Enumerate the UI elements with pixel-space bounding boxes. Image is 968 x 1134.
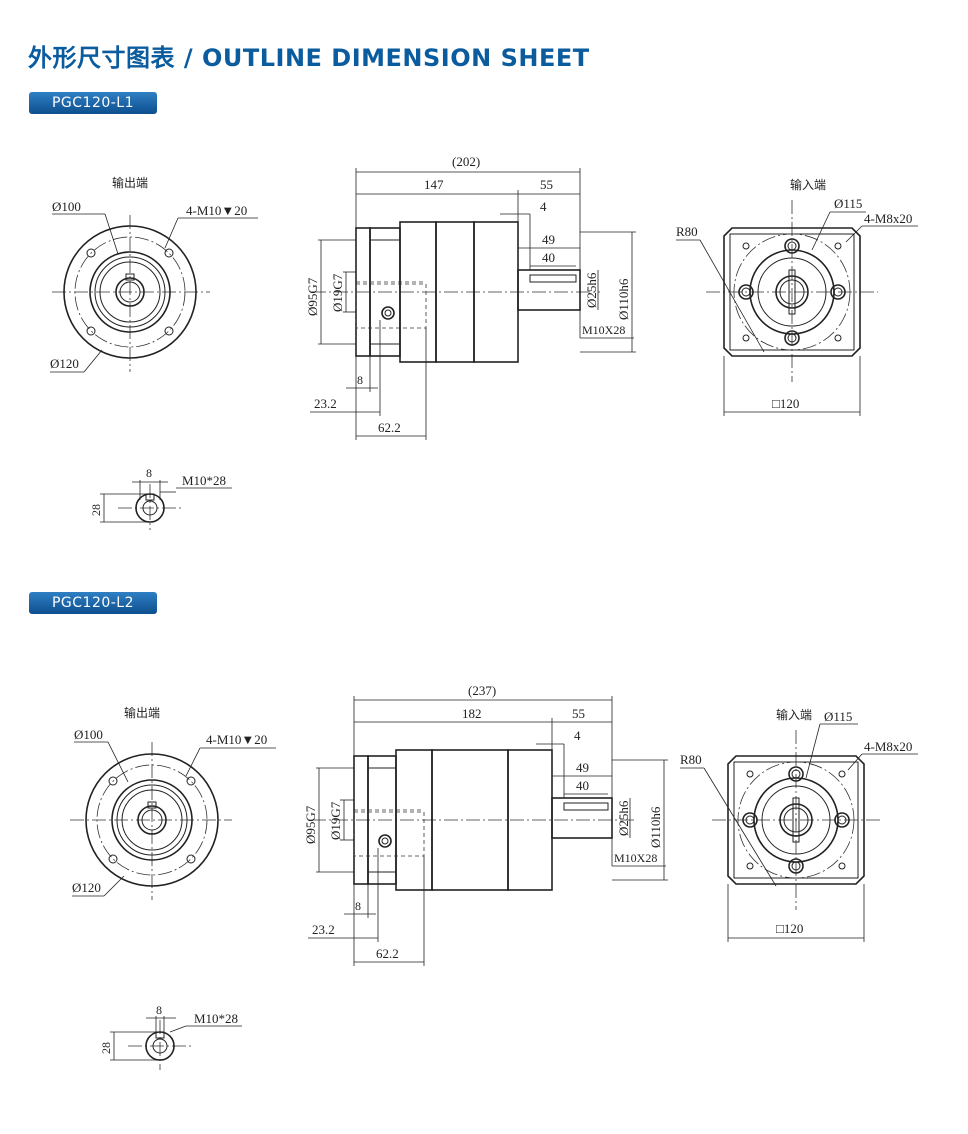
section-l2: 输出端 Ø100 4-M10▼20 Ø120 — [70, 683, 918, 1070]
dim-total: (202) — [452, 154, 480, 169]
dim-r80: R80 — [676, 224, 698, 239]
dim-key-len: 49 — [576, 760, 589, 775]
dim-shaft-len: 55 — [572, 706, 585, 721]
key-tap: M10*28 — [182, 473, 226, 488]
dim-pilot: Ø95G7 — [303, 805, 318, 844]
dim-d100: Ø100 — [74, 727, 103, 742]
section-l1: 输出端 Ø100 4-M10▼20 Ø120 — [50, 154, 918, 530]
dim-pcd: Ø110h6 — [648, 806, 663, 848]
dim-pilot: Ø95G7 — [305, 277, 320, 316]
input-end-view: 输入端 R80 Ø115 4 — [680, 707, 918, 942]
dim-r80: R80 — [680, 752, 702, 767]
dim-tap: M10X28 — [614, 851, 657, 865]
input-end-label: 输入端 — [776, 707, 812, 722]
dim-holes: 4-M10▼20 — [206, 732, 267, 747]
dim-square: □120 — [772, 396, 799, 411]
output-end-view: 输出端 Ø100 4-M10▼20 Ø120 — [70, 705, 276, 900]
dim-key-inner: 40 — [576, 778, 589, 793]
side-view: (237) 182 55 4 49 40 Ø110h6 Ø25h6 M10X28 — [303, 683, 668, 966]
dim-d115: Ø115 — [834, 196, 862, 211]
dim-62: 62.2 — [378, 420, 401, 435]
dim-shaft-d: Ø25h6 — [616, 800, 631, 836]
dim-d100: Ø100 — [52, 199, 81, 214]
dim-key-inner: 40 — [542, 250, 555, 265]
dim-shaft-len: 55 — [540, 177, 553, 192]
output-end-view: 输出端 Ø100 4-M10▼20 Ø120 — [50, 175, 258, 373]
dim-body: 147 — [424, 177, 444, 192]
key-width: 8 — [156, 1003, 162, 1017]
dim-body: 182 — [462, 706, 482, 721]
key-detail: 8 28 M10*28 — [89, 466, 232, 530]
dim-bore: Ø19G7 — [330, 273, 345, 312]
page-title: 外形尺寸图表 / OUTLINE DIMENSION SHEET — [28, 44, 590, 72]
dim-23: 23.2 — [314, 396, 337, 411]
dim-8: 8 — [355, 899, 361, 913]
dim-gap: 4 — [540, 199, 547, 214]
dim-total: (237) — [468, 683, 496, 698]
dim-key-len: 49 — [542, 232, 555, 247]
key-height: 28 — [89, 504, 103, 516]
dim-62: 62.2 — [376, 946, 399, 961]
dim-holes: 4-M10▼20 — [186, 203, 247, 218]
model-badge-l1: PGC120-L1 — [29, 92, 157, 114]
dim-8: 8 — [357, 373, 363, 387]
dim-bore: Ø19G7 — [328, 801, 343, 840]
dim-pcd: Ø110h6 — [616, 278, 631, 320]
dim-holes-in: 4-M8x20 — [864, 739, 912, 754]
dim-d115: Ø115 — [824, 709, 852, 724]
dim-23: 23.2 — [312, 922, 335, 937]
dim-d120: Ø120 — [50, 356, 79, 371]
dim-tap: M10X28 — [582, 323, 625, 337]
key-height: 28 — [99, 1042, 113, 1054]
input-end-view: 输入端 R80 Ø115 4 — [676, 177, 918, 416]
key-detail: 8 28 M10*28 — [99, 1003, 242, 1070]
key-width: 8 — [146, 466, 152, 480]
dim-square: □120 — [776, 921, 803, 936]
output-end-label: 输出端 — [124, 705, 160, 720]
dim-d120: Ø120 — [72, 880, 101, 895]
input-end-label: 输入端 — [790, 177, 826, 192]
dim-shaft-d: Ø25h6 — [584, 272, 599, 308]
model-badge-l2: PGC120-L2 — [29, 592, 157, 614]
dim-gap: 4 — [574, 728, 581, 743]
output-end-label: 输出端 — [112, 175, 148, 190]
dim-holes-in: 4-M8x20 — [864, 211, 912, 226]
key-tap: M10*28 — [194, 1011, 238, 1026]
side-view: (202) 147 55 4 49 40 Ø110h6 Ø25h6 M10X28 — [305, 154, 636, 440]
